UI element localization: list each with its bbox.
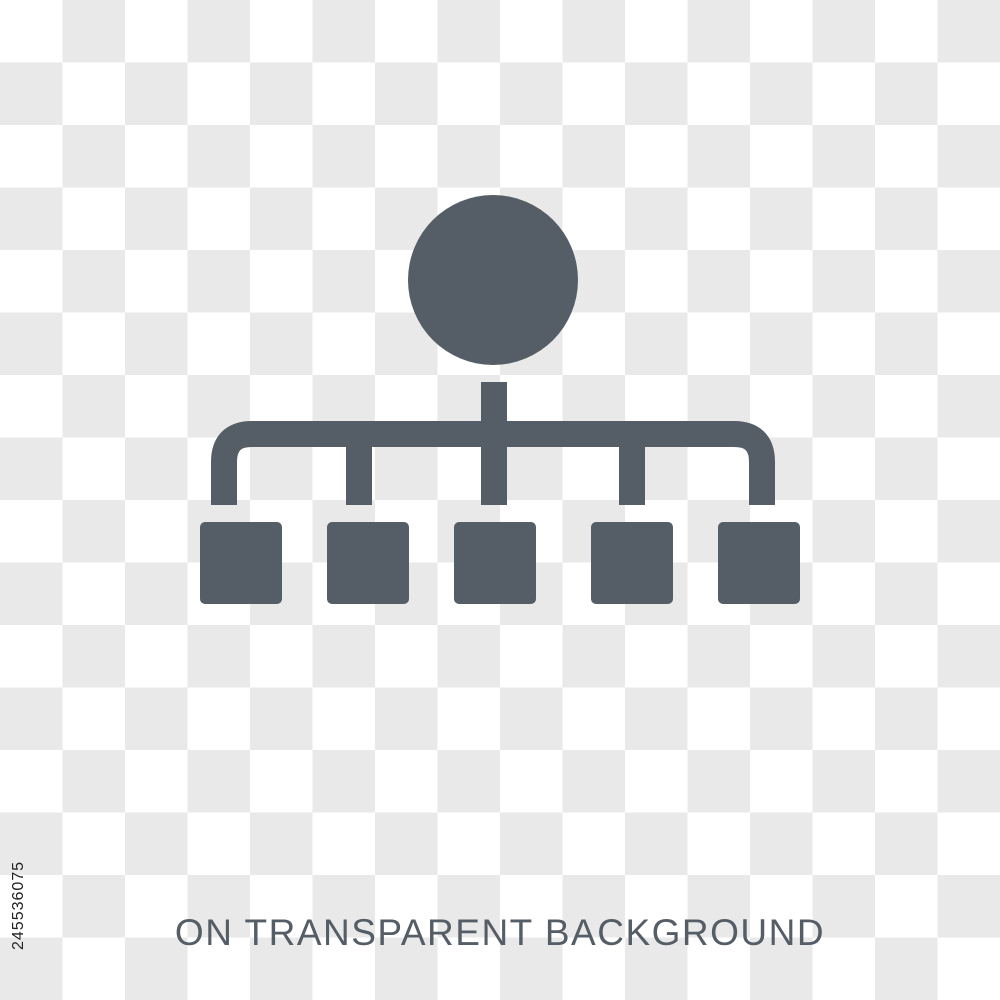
hierarchy-child-node-4 — [591, 522, 673, 604]
hierarchy-drop-line-2 — [346, 434, 372, 505]
hierarchy-child-node-1 — [200, 522, 282, 604]
hierarchy-child-node-3 — [454, 522, 536, 604]
caption-text: ON TRANSPARENT BACKGROUND — [174, 912, 826, 953]
hierarchy-child-node-5 — [718, 522, 800, 604]
hierarchy-root-node — [408, 195, 578, 365]
hierarchy-child-node-2 — [327, 522, 409, 604]
hierarchy-drop-line-3 — [481, 434, 507, 505]
hierarchy-drop-line-4 — [619, 434, 645, 505]
